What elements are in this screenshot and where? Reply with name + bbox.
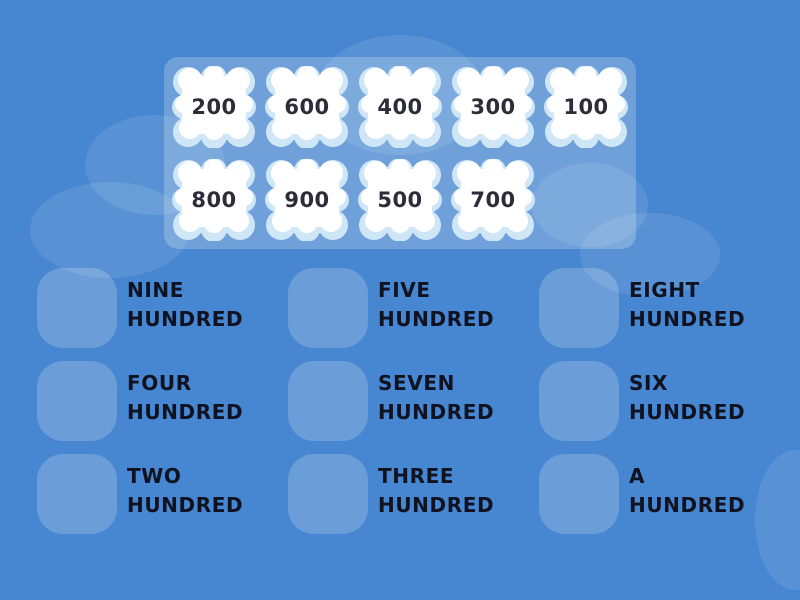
tile-value: 400: [377, 95, 423, 119]
drop-slot[interactable]: [539, 361, 619, 441]
tile-value: 700: [470, 188, 516, 212]
tile-value: 100: [563, 95, 609, 119]
drop-slot[interactable]: [539, 268, 619, 348]
tile-value: 600: [284, 95, 330, 119]
drop-slot[interactable]: [288, 268, 368, 348]
number-tile[interactable]: 700: [451, 159, 535, 241]
tile-value: 900: [284, 188, 330, 212]
number-tile[interactable]: 800: [172, 159, 256, 241]
number-tile[interactable]: 100: [544, 66, 628, 148]
tile-value: 300: [470, 95, 516, 119]
number-tile[interactable]: 300: [451, 66, 535, 148]
drop-slot[interactable]: [37, 268, 117, 348]
number-tile[interactable]: 600: [265, 66, 349, 148]
drop-slot[interactable]: [288, 454, 368, 534]
drop-slot[interactable]: [37, 361, 117, 441]
number-tile[interactable]: 500: [358, 159, 442, 241]
number-tile[interactable]: 400: [358, 66, 442, 148]
tile-value: 200: [191, 95, 237, 119]
drop-slot[interactable]: [37, 454, 117, 534]
tile-value: 500: [377, 188, 423, 212]
drop-slot[interactable]: [288, 361, 368, 441]
drop-slot[interactable]: [539, 454, 619, 534]
number-tile[interactable]: 900: [265, 159, 349, 241]
number-tile[interactable]: 200: [172, 66, 256, 148]
tile-value: 800: [191, 188, 237, 212]
